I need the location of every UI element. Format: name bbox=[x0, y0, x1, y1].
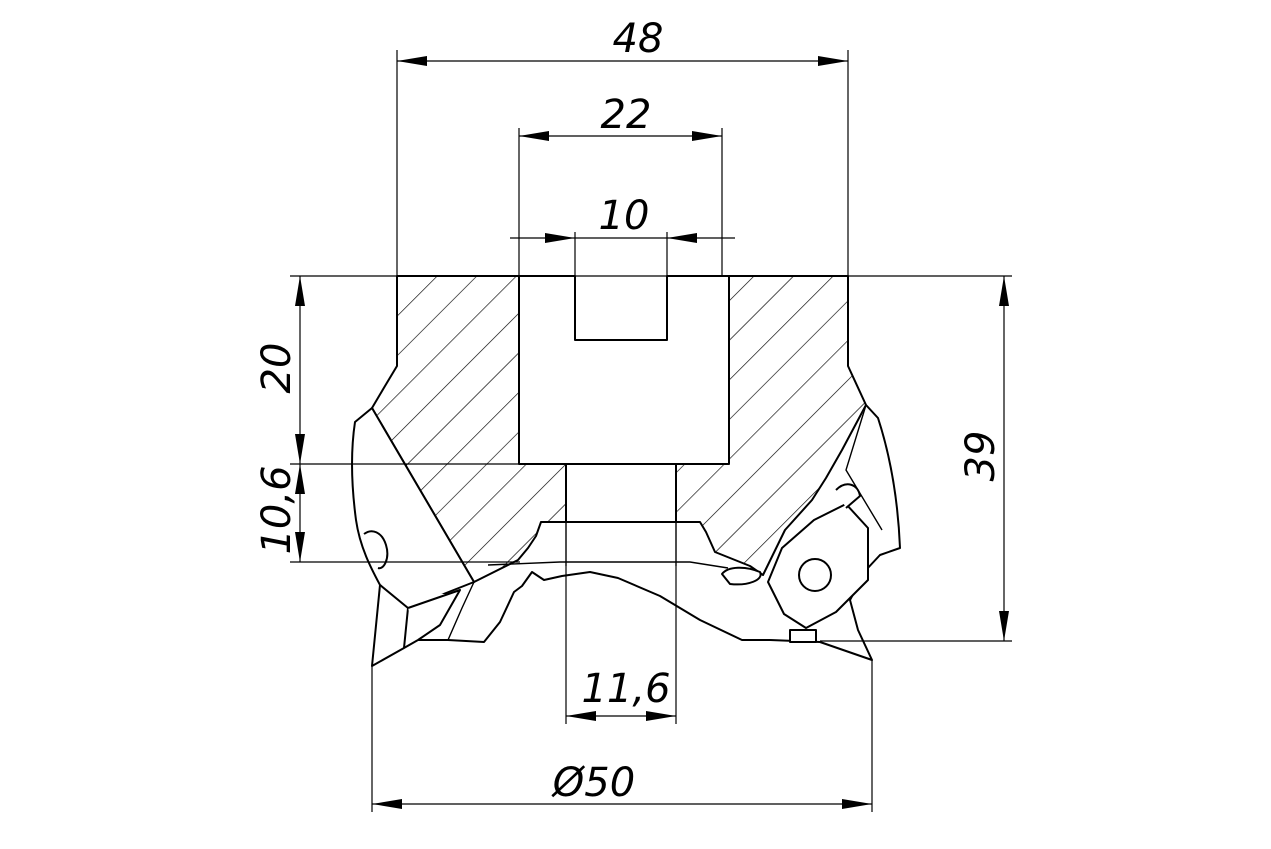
dim-text-bore-diameter: 11,6 bbox=[581, 666, 670, 712]
dim-text-pocket-depth: 20 bbox=[254, 343, 300, 394]
cutter-bottom-profile bbox=[371, 571, 770, 667]
left-insert-area bbox=[351, 407, 770, 667]
dim-text-cutter-diameter: Ø50 bbox=[551, 760, 635, 806]
insert-screw-hole bbox=[798, 558, 832, 592]
extension-lines bbox=[290, 50, 1012, 812]
right-insert-area bbox=[721, 404, 901, 661]
bottom-face-line bbox=[487, 561, 729, 569]
right-coolant-slot bbox=[721, 566, 762, 586]
dim-text-total-height: 39 bbox=[958, 431, 1004, 482]
dimension-labels: 48 22 10 20 10,6 39 11,6 Ø50 bbox=[254, 16, 1004, 806]
insert-tip bbox=[789, 629, 817, 643]
dim-text-keyway-width: 10 bbox=[599, 193, 650, 239]
keyway bbox=[519, 275, 729, 341]
left-insert bbox=[407, 589, 461, 641]
left-insert-seat bbox=[447, 581, 475, 641]
dim-text-pocket-width: 22 bbox=[601, 92, 652, 138]
dim-text-neck-height: 10,6 bbox=[254, 465, 300, 554]
right-clamp bbox=[835, 483, 861, 509]
right-flute-edge bbox=[845, 404, 883, 531]
dimension-lines bbox=[295, 56, 1009, 809]
dim-text-overall-width: 48 bbox=[613, 16, 664, 62]
left-coolant-hole bbox=[363, 530, 389, 570]
